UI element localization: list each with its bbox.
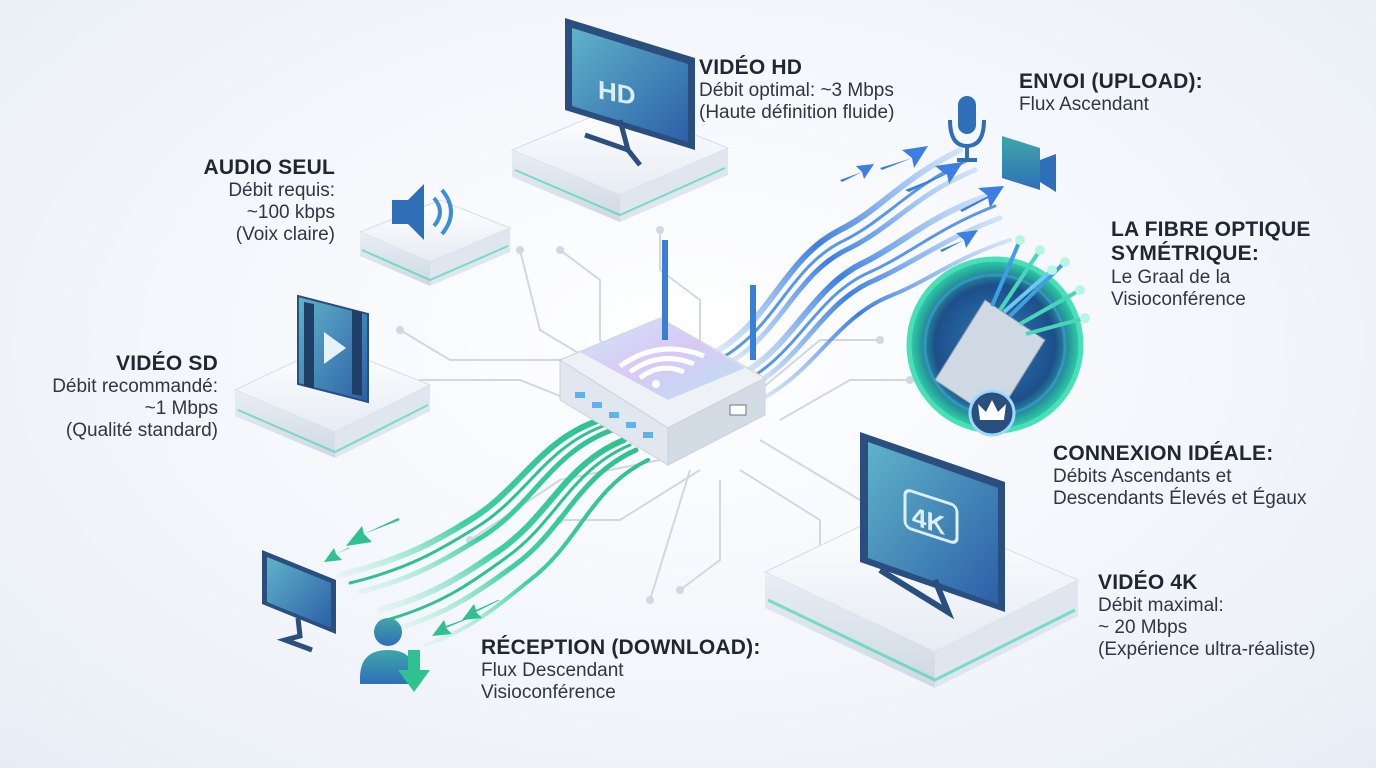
ideal-title: CONNEXION IDÉALE:: [1053, 442, 1274, 465]
crown-icon: [968, 389, 1016, 437]
download-title: RÉCEPTION (DOWNLOAD):: [481, 636, 761, 659]
microphone-icon: [948, 96, 986, 162]
download-line-2: Visioconférence: [481, 682, 616, 704]
hd-line-1: Débit optimal: ~3 Mbps: [699, 80, 894, 102]
video-4k-title: VIDÉO 4K: [1098, 571, 1198, 594]
video-4k-label: VIDÉO 4K Débit maximal: ~ 20 Mbps (Expér…: [1098, 571, 1316, 661]
hd-label: VIDÉO HD Débit optimal: ~3 Mbps (Haute d…: [699, 56, 894, 124]
download-label: RÉCEPTION (DOWNLOAD): Flux Descendant Vi…: [481, 636, 761, 704]
download-line-1: Flux Descendant: [481, 660, 624, 682]
audio-platform: [358, 199, 512, 286]
fibre-label: LA FIBRE OPTIQUE SYMÉTRIQUE: Le Graal de…: [1111, 218, 1311, 311]
upload-arrows: [840, 146, 1004, 252]
hd-title: VIDÉO HD: [699, 56, 803, 79]
upload-label: ENVOI (UPLOAD): Flux Ascendant: [1019, 70, 1203, 116]
fibre-title-1: LA FIBRE OPTIQUE: [1111, 218, 1311, 241]
video-sd-icon: [297, 294, 369, 404]
upload-line-1: Flux Ascendant: [1019, 94, 1149, 116]
video-4k-line-1: Débit maximal:: [1098, 595, 1224, 617]
fibre-line-2: Visioconférence: [1111, 288, 1246, 310]
fibre-title-2: SYMÉTRIQUE:: [1111, 242, 1260, 266]
audio-title: AUDIO SEUL: [203, 156, 335, 179]
fiber-optic-icon: [906, 235, 1090, 434]
camera-icon: [1002, 136, 1056, 192]
audio-line-2: ~100 kbps: [246, 202, 335, 224]
fibre-line-1: Le Graal de la: [1111, 266, 1231, 288]
hd-line-2: (Haute définition fluide): [699, 102, 895, 124]
audio-line-3: (Voix claire): [235, 224, 335, 246]
download-flow: [337, 417, 650, 647]
speaker-icon: [392, 184, 453, 240]
download-arrows: [324, 518, 500, 636]
ideal-label: CONNEXION IDÉALE: Débits Ascendants et D…: [1053, 442, 1307, 510]
ideal-line-2: Descendants Élevés et Égaux: [1053, 488, 1307, 510]
upload-title: ENVOI (UPLOAD):: [1019, 70, 1203, 93]
sd-line-2: ~1 Mbps: [144, 398, 218, 420]
user-download-icon: [360, 618, 430, 692]
hd-screen-text: HD: [598, 75, 636, 111]
video-4k-line-2: ~ 20 Mbps: [1098, 617, 1188, 639]
sd-label: VIDÉO SD Débit recommandé: ~1 Mbps (Qual…: [30, 352, 218, 442]
video-4k-line-3: (Expérience ultra-réaliste): [1098, 639, 1316, 661]
audio-line-1: Débit requis:: [228, 180, 335, 202]
upload-flow: [697, 147, 1012, 410]
ideal-line-1: Débits Ascendants et: [1053, 466, 1232, 488]
router-icon: [558, 240, 767, 466]
sd-line-1: Débit recommandé:: [52, 376, 218, 398]
sd-title: VIDÉO SD: [116, 352, 218, 375]
hd-monitor-icon: HD: [565, 18, 695, 167]
desktop-monitor-icon: [262, 550, 336, 653]
sd-line-3: (Qualité standard): [65, 420, 218, 442]
monitor-4k-icon: 4K: [860, 432, 1005, 620]
audio-label: AUDIO SEUL Débit requis: ~100 kbps (Voix…: [180, 156, 335, 246]
